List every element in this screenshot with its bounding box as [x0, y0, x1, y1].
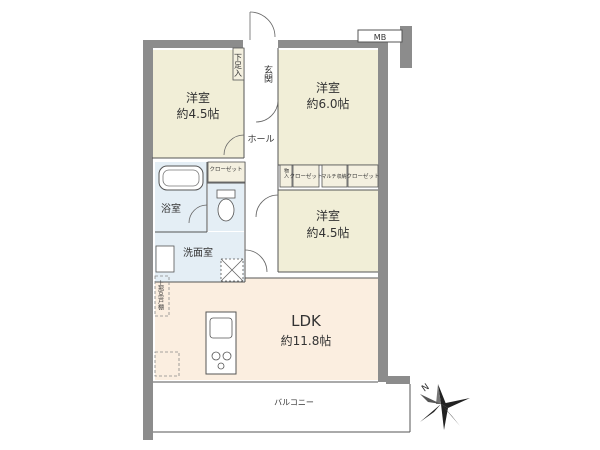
entrance-label: 玄関: [262, 64, 273, 84]
storage-box: [279, 164, 293, 188]
wall-mb: [400, 26, 412, 68]
wall-left: [143, 40, 153, 440]
room1-name: 洋室: [186, 90, 210, 105]
room3-size: 約4.5帖: [306, 225, 349, 240]
closet-3-box: [347, 164, 379, 188]
western-room-1-area: [152, 50, 244, 158]
closet3-label: クローゼット: [346, 172, 379, 180]
compass-label: N: [420, 382, 431, 394]
washroom-label: 洗面室: [183, 246, 213, 259]
toilet-bowl: [217, 198, 235, 222]
western-room-2-area: [278, 50, 378, 165]
hall-label: ホール: [247, 134, 274, 145]
ldk-name: LDK: [291, 312, 322, 330]
toilet-tank: [216, 189, 236, 199]
western-room-3-area: [278, 190, 378, 272]
shoe-label: 下足入: [234, 53, 243, 77]
wall-balcony-end: [386, 376, 410, 384]
fridge-space: [154, 351, 180, 377]
door-swing-room1: [223, 134, 245, 156]
entrance-door-swing: [249, 11, 276, 38]
shoe-cabinet: [232, 47, 245, 81]
wall-right: [378, 40, 388, 382]
door-swing-ldk: [244, 249, 268, 273]
closet1-label: クローゼット: [209, 165, 242, 173]
upper-cabinet: [154, 275, 170, 317]
door-swing-bath: [188, 204, 208, 224]
door-swing-room3: [255, 194, 279, 218]
mb-label: MB: [374, 33, 386, 42]
storage-label: 物入: [283, 167, 289, 178]
room2-name: 洋室: [316, 80, 340, 95]
wall-top-left: [143, 40, 243, 48]
stove-burner: [211, 351, 221, 361]
multi-label: マルチ収納: [321, 173, 346, 180]
closet-1-box: [207, 161, 246, 183]
wall-top-right: [278, 40, 378, 48]
balcony-label: バルコニー: [274, 398, 314, 407]
closet-2-box: [292, 164, 320, 188]
bath-label: 浴室: [161, 202, 181, 215]
room3-name: 洋室: [316, 208, 340, 223]
kitchen-sink: [209, 317, 233, 339]
closet2-label: クローゼット: [289, 172, 322, 180]
hall-area: [244, 50, 278, 278]
kitchen-counter: [205, 311, 237, 375]
room2-size: 約6.0帖: [306, 96, 349, 111]
ldk-size: 約11.8帖: [281, 333, 332, 348]
ldk-area: [155, 278, 378, 380]
bathtub: [158, 165, 204, 191]
room1-size: 約4.5帖: [176, 106, 219, 121]
multi-storage-box: [321, 164, 348, 188]
upper-cabinet-label: 上部吊戸棚: [157, 279, 164, 311]
wash-basin: [155, 245, 175, 273]
mb-box: [357, 29, 403, 43]
door-swing-room2: [255, 99, 279, 123]
compass-icon: [420, 384, 470, 430]
